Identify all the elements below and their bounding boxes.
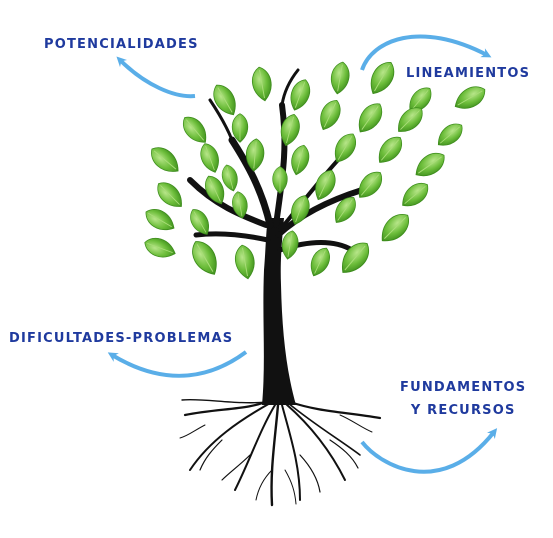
leaf-vein [361,106,379,130]
leaf-vein [318,172,332,198]
leaf-vein [404,185,426,205]
leaf-vein [314,250,326,274]
leaf-vein [147,242,173,254]
root-strand [339,414,373,433]
curved-arrow-icon [107,350,248,378]
leaf-vein [337,64,343,92]
leaf-vein [400,110,420,130]
root-strand [284,469,297,505]
leaf-vein [196,244,214,272]
root-strand [287,402,361,456]
curved-arrow-icon [360,34,492,71]
leaf-vein [226,167,234,189]
leaf-vein [242,247,248,277]
leaf-vein [148,212,172,228]
root-strand [179,424,206,439]
leaf-vein [418,156,442,174]
label-fundamentos-line2: Y RECURSOS [410,403,516,418]
curved-arrow-icon [116,56,196,99]
label-fundamentos-line1: FUNDAMENTOS [400,380,527,395]
leaf-vein [337,136,353,160]
leaf-vein [374,64,390,92]
root-strand [329,439,359,469]
label-fundamentos-y-recursos: FUNDAMENTOS Y RECURSOS [400,376,526,422]
leaf-vein [217,87,233,113]
root-strand [255,469,273,501]
leaf-vein [193,211,207,233]
root-strand [221,454,251,481]
leaf-vein [185,119,205,141]
leaf-vein [295,197,305,223]
leaf-vein [360,174,380,196]
tree-leaves [144,61,486,280]
label-potencialidades: POTENCIALIDADES [44,37,199,52]
leaf-vein [380,139,400,161]
leaf-vein [160,185,180,205]
root-strand [285,403,346,481]
leaf-vein [296,147,304,173]
leaf-vein [259,69,265,99]
leaf-vein [209,178,221,202]
root-strand [199,439,223,471]
leaf-vein [384,217,406,239]
leaf-vein [457,90,483,106]
leaf-vein [323,102,337,128]
leaf-vein [344,245,366,271]
leaf-vein [205,145,215,171]
leaf-vein [287,233,293,257]
leaf-vein [286,116,294,144]
root-strand [288,400,382,420]
leaf-vein [237,193,243,217]
root-strand [189,401,273,471]
leaf-vein [294,82,306,108]
root-strand [270,403,280,507]
curved-arrow-icon [360,428,498,474]
label-dificultades-problemas: DIFICULTADES-PROBLEMAS [9,331,234,346]
leaf-vein [253,141,257,169]
leaf-vein [411,89,429,111]
root-strand [181,398,269,404]
leaf-vein [439,126,461,144]
root-strand [299,454,321,493]
root-strand [234,404,276,491]
root-strand [281,404,301,501]
label-lineamientos: LINEAMIENTOS [406,66,531,81]
tree-roots [179,398,382,507]
leaf-vein [337,199,353,221]
leaf-vein [153,150,177,170]
